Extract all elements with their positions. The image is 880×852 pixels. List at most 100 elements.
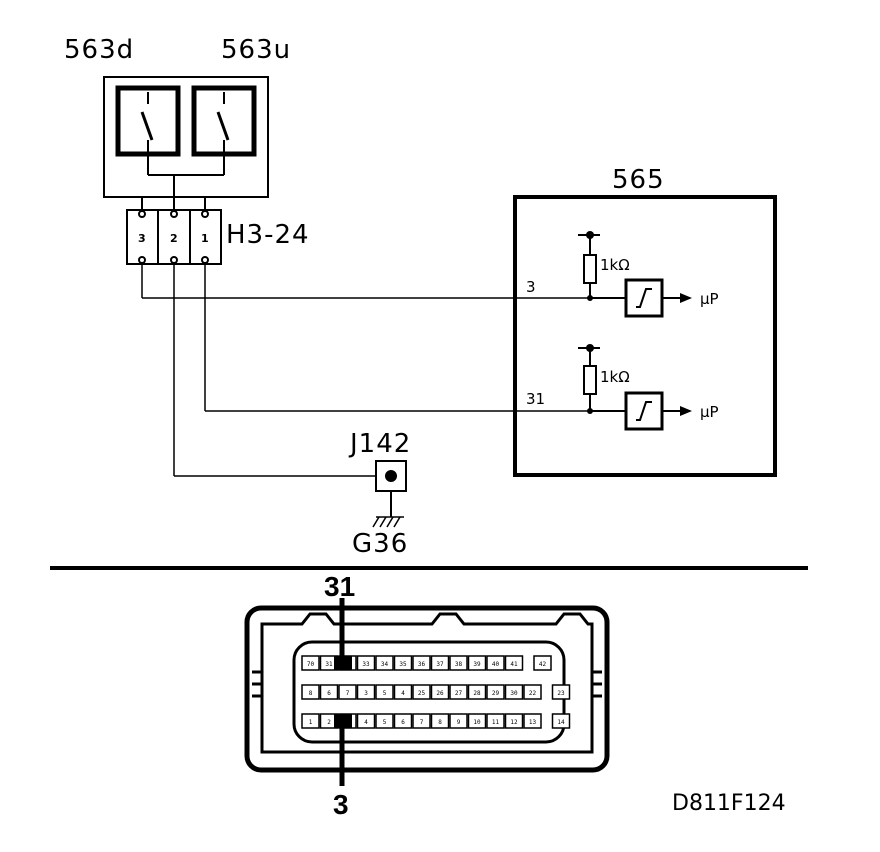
ecu-pin-label: 5 [383,719,387,726]
ecu-pin-cell [319,684,339,700]
ecu-pin-label: 14 [557,719,565,726]
ecu-pin-cell [504,713,524,729]
reference-code: D811F124 [672,791,786,816]
resistor-lower-label: 1kΩ [600,368,630,386]
ecu-pin-cell [430,655,450,671]
ecu-pin-label: 37 [436,661,444,668]
ecu-pin-cell [356,713,376,729]
ecu-pin-cell [375,655,394,671]
ecu-pin-cell [551,684,571,700]
ecu-pin-label: 31 [325,661,333,668]
ecu-pin-cell [412,684,431,700]
module-label: 565 [612,165,665,195]
ecu-pin-label: 26 [436,690,444,697]
ecu-pin-label: 27 [455,690,463,697]
ecu-pin-label: 38 [455,661,463,668]
connector-pin-1: 1 [201,232,209,245]
ecu-pin-cell [356,655,376,671]
ecu-pin-label: 2 [327,719,331,726]
ecu-pin-label: 3 [364,690,368,697]
ecu-pin-cell [523,713,542,729]
ecu-pin-cell [523,684,542,700]
ecu-pin-label: 8 [438,719,442,726]
ecu-pin-label: 25 [418,690,426,697]
ecu-pin-cell [504,684,524,700]
module-565 [513,195,777,477]
ecu-pin-label: 33 [362,661,370,668]
ecu-pin-label: 6 [327,690,331,697]
connector-pin-3: 3 [138,232,146,245]
ecu-pin-cell [412,713,431,729]
ecu-pin-label: 13 [529,719,537,726]
ecu-pin-cell [467,655,487,671]
ecu-pin-cell [301,713,320,729]
ecu-pin-cell [449,713,468,729]
ecu-pin-label: 10 [473,719,481,726]
ecu-pin-label: 70 [307,661,315,668]
ecu-pin-label: 41 [510,661,518,668]
ecu-pin-cell [338,684,357,700]
ecu-pin-label: 23 [557,690,565,697]
ecu-pin-cell [467,713,487,729]
ecu-pin-cell [486,713,505,729]
switch-563u-label: 563u [221,35,291,65]
ecu-pin-label: 28 [473,690,481,697]
ecu-pin-cell [449,684,468,700]
ecu-pin-label: 7 [420,719,424,726]
resistor-upper [583,254,597,284]
module-pin-3-label: 3 [526,278,536,296]
ecu-pin-label: 1 [309,719,313,726]
junction-label: J142 [348,429,411,459]
resistor-upper-label: 1kΩ [600,256,630,274]
callout-pin-3: 3 [333,789,349,820]
ecu-pin-label: 9 [457,719,461,726]
ecu-pin-cell [393,655,413,671]
output-upper-label: µP [700,290,719,308]
ecu-pin-label: 36 [418,661,426,668]
ecu-pin-cell [430,713,450,729]
ecu-pin-label: 42 [539,661,547,668]
junction-j142 [375,460,407,517]
ecu-pin-cell [467,684,487,700]
ecu-pin-label: 4 [401,690,405,697]
ecu-pin-cell [486,655,505,671]
ecu-pin-cell [430,684,450,700]
ecu-pin-cell [301,684,320,700]
ecu-pin-cell [551,713,571,729]
connector-pin-2: 2 [170,232,178,245]
ecu-pin-label: 40 [492,661,500,668]
ecu-pin-cell [393,713,413,729]
ecu-pin-cell [393,684,413,700]
ecu-pin-cell [412,655,431,671]
ecu-pin-label: 12 [510,719,518,726]
ecu-pin-label: 8 [309,690,313,697]
ecu-pin-label: 22 [529,690,537,697]
ecu-pin-cell [486,684,505,700]
resistor-lower [583,365,597,395]
ground-label: G36 [352,529,408,559]
ecu-pin-cell [449,655,468,671]
ecu-pin-label: 7 [346,690,350,697]
ecu-pin-cell [375,684,394,700]
ground-symbol [372,516,404,528]
ecu-pin-label: 6 [401,719,405,726]
ecu-pin-label: 35 [399,661,407,668]
ecu-pin-label: 5 [383,690,387,697]
ecu-pin-label: 34 [381,661,389,668]
ecu-pin-label: 4 [364,719,368,726]
ecu-pin-label: 39 [473,661,481,668]
switch-563d-label: 563d [64,35,134,65]
ecu-pin-cell [375,713,394,729]
ecu-pin-cell [533,655,552,671]
callout-pin-31: 31 [324,571,355,602]
connector-label: H3-24 [226,220,310,250]
output-lower-label: µP [700,403,719,421]
ecu-pin-cell [356,684,376,700]
ecu-pin-cell [504,655,524,671]
ecu-pin-label: 30 [510,690,518,697]
ecu-pin-label: 11 [492,719,500,726]
ecu-pin-cell [301,655,320,671]
module-pin-31-label: 31 [526,390,545,408]
ecu-pin-label: 29 [492,690,500,697]
